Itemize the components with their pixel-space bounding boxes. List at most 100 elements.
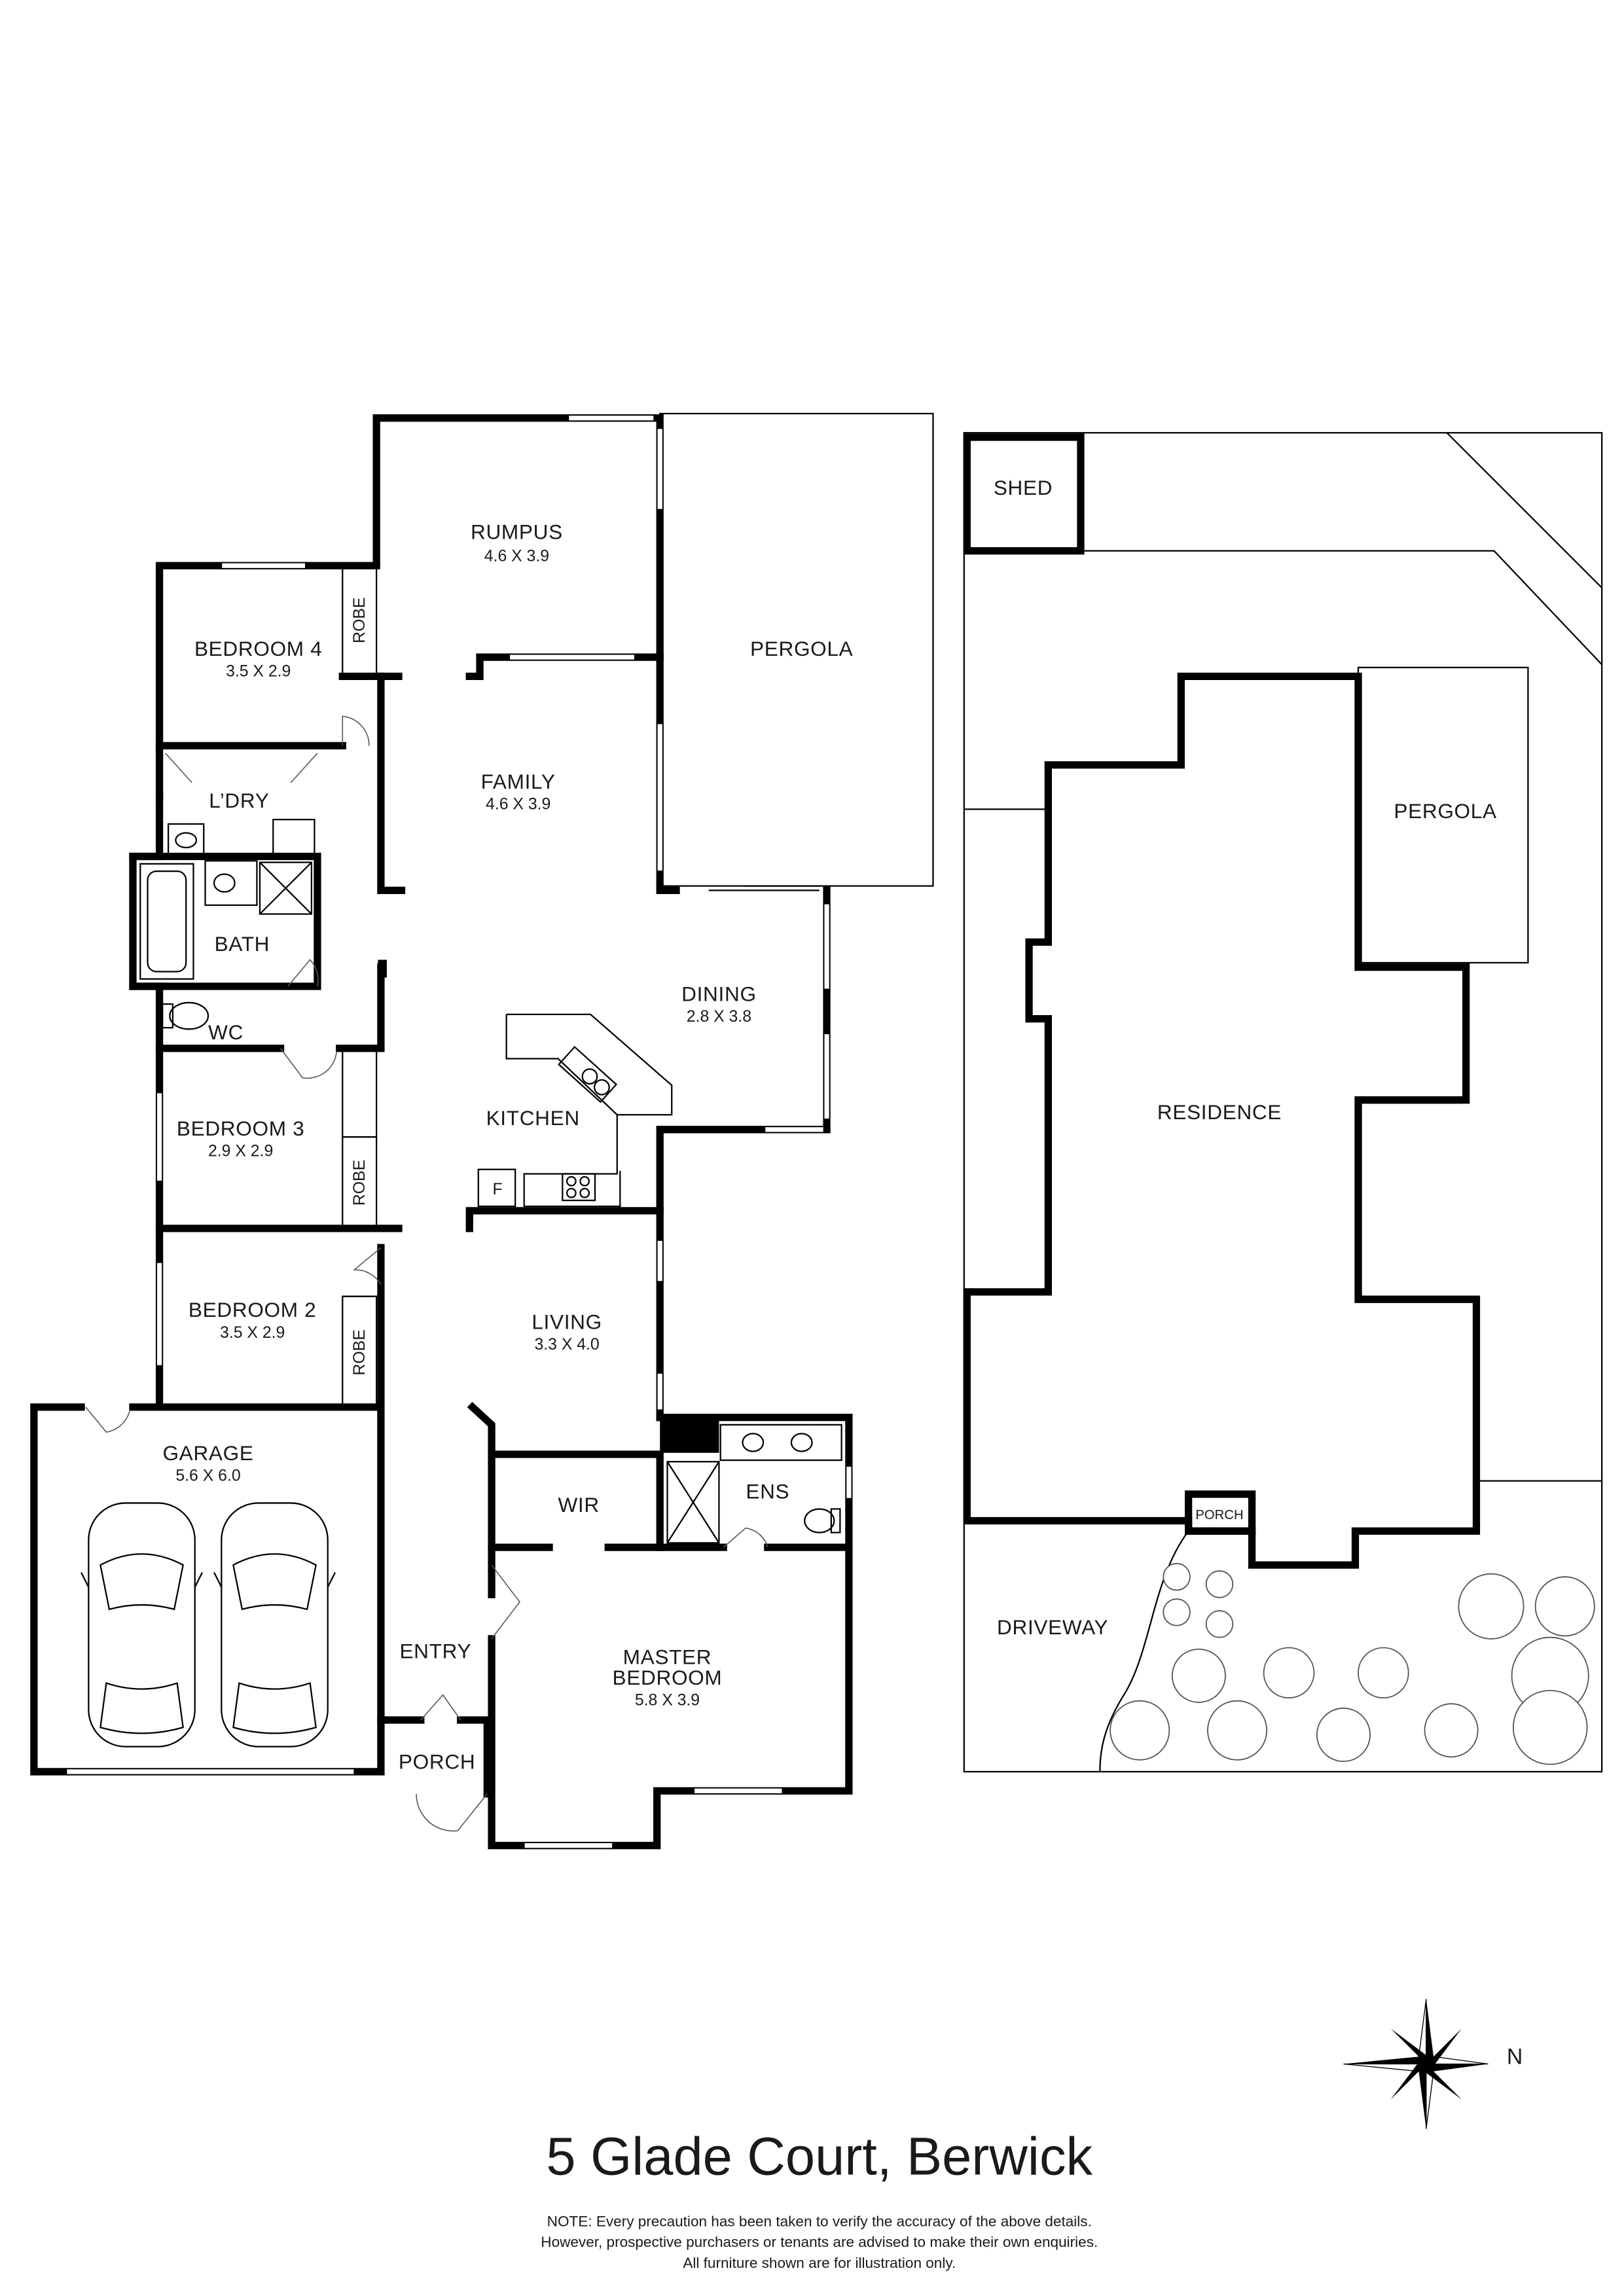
laundry-tub — [167, 823, 205, 857]
wall — [129, 793, 164, 1052]
window — [65, 1768, 355, 1776]
car-icon — [213, 1502, 336, 1748]
wall — [377, 672, 406, 895]
door — [416, 1793, 488, 1832]
fridge — [477, 1168, 516, 1208]
window — [568, 414, 655, 422]
room-dims-family: 4.6 X 3.9 — [486, 795, 550, 813]
window — [693, 1787, 784, 1795]
door — [491, 1564, 520, 1640]
room-label-living: LIVING — [532, 1310, 602, 1333]
room-dims-dining: 2.8 X 3.8 — [687, 1008, 751, 1026]
window — [523, 1842, 613, 1850]
room-dims-master: 5.8 X 3.9 — [635, 1691, 700, 1709]
window — [509, 653, 636, 661]
wall — [372, 414, 680, 895]
ens-vanity — [719, 1424, 842, 1462]
room-label-dining: DINING — [681, 982, 757, 1006]
robe-bedroom3-upper — [342, 1047, 378, 1138]
bathtub — [139, 863, 194, 980]
wall — [457, 1716, 491, 1798]
room-dims-bedroom2: 3.5 X 2.9 — [220, 1324, 285, 1342]
door — [85, 1407, 131, 1433]
door — [420, 1694, 461, 1721]
window — [156, 1261, 164, 1367]
door — [723, 1527, 768, 1548]
room-label-rumpus: RUMPUS — [471, 520, 563, 544]
site-boundary — [963, 432, 1603, 1773]
shed-outline — [963, 433, 1085, 555]
room-label-family: FAMILY — [481, 770, 556, 793]
north-label: N — [1507, 2045, 1523, 2070]
robe-label: ROBE — [351, 1329, 369, 1375]
room-label-bedroom3: BEDROOM 3 — [177, 1117, 305, 1140]
room-label-master-2: BEDROOM — [613, 1666, 723, 1689]
room-label-bedroom4: BEDROOM 4 — [194, 637, 323, 660]
site-porch-label: PORCH — [1195, 1508, 1243, 1522]
cooktop-icon — [562, 1173, 596, 1202]
door — [165, 753, 318, 783]
room-dims-rumpus: 4.6 X 3.9 — [484, 547, 549, 565]
disclaimer-line-1: NOTE: Every precaution has been taken to… — [547, 2214, 1092, 2230]
window — [764, 1126, 825, 1134]
wall — [467, 1401, 496, 1598]
residence-outline — [963, 672, 1481, 1569]
room-label-laundry: L’DRY — [209, 789, 269, 812]
ens-shower — [666, 1461, 720, 1544]
window — [823, 903, 831, 990]
room-label-bedroom2: BEDROOM 2 — [189, 1298, 317, 1321]
shed-label: SHED — [994, 476, 1053, 499]
residence-label: RESIDENCE — [1157, 1100, 1282, 1124]
toilet — [169, 1001, 209, 1030]
door — [280, 1048, 338, 1079]
window — [656, 427, 664, 511]
room-label-ens: ENS — [746, 1480, 789, 1503]
room-label-porch: PORCH — [399, 1749, 475, 1773]
sink-icon — [558, 1045, 618, 1103]
property-address-title: 5 Glade Court, Berwick — [546, 2128, 1092, 2187]
robe-label: ROBE — [351, 598, 369, 643]
robe-label: ROBE — [351, 1160, 369, 1206]
room-label-kitchen: KITCHEN — [486, 1106, 580, 1130]
window — [845, 1465, 853, 1499]
ens-toilet — [804, 1508, 835, 1534]
robe-bedroom4 — [342, 565, 378, 677]
room-label-master: MASTER — [623, 1645, 712, 1668]
site-plan: SHED PERGOLA RESIDENCE PORCH DRIVEWAY — [963, 432, 1603, 1773]
wall-stub — [378, 960, 387, 978]
room-dims-bedroom4: 3.5 X 2.9 — [226, 662, 291, 680]
room-label-wc: WC — [208, 1020, 244, 1044]
fridge-label: F — [493, 1181, 503, 1198]
room-dims-living: 3.3 X 4.0 — [534, 1336, 599, 1354]
trees — [1110, 1563, 1595, 1765]
disclaimer-line-2: However, prospective purchasers or tenan… — [541, 2234, 1098, 2250]
room-label-wir: WIR — [558, 1493, 599, 1516]
disclaimer-line-3: All furniture shown are for illustration… — [683, 2255, 956, 2271]
room-label-pergola: PERGOLA — [750, 637, 853, 660]
site-pergola-label: PERGOLA — [1394, 799, 1496, 823]
room-label-entry: ENTRY — [399, 1639, 471, 1662]
window — [656, 1372, 664, 1411]
window — [221, 562, 306, 569]
shower — [259, 861, 313, 915]
window — [656, 1240, 664, 1283]
car-icon — [81, 1502, 204, 1748]
window — [156, 1092, 164, 1182]
wall — [488, 1413, 853, 1850]
compass-rose-icon — [1343, 1999, 1489, 2129]
kitchen-bench — [506, 1013, 673, 1208]
wall — [129, 852, 321, 990]
room-dims-garage: 5.6 X 6.0 — [175, 1467, 240, 1485]
room-label-bath: BATH — [215, 932, 270, 956]
wall — [465, 1207, 664, 1232]
room-dims-bedroom3: 2.9 X 2.9 — [208, 1142, 273, 1160]
column-block — [660, 1420, 719, 1453]
window — [656, 723, 664, 872]
door — [353, 1247, 382, 1285]
window — [823, 1033, 831, 1120]
room-label-garage: GARAGE — [162, 1441, 253, 1465]
door — [342, 715, 370, 746]
site-porch-outline — [1185, 1490, 1256, 1535]
driveway-label: DRIVEWAY — [997, 1615, 1108, 1639]
